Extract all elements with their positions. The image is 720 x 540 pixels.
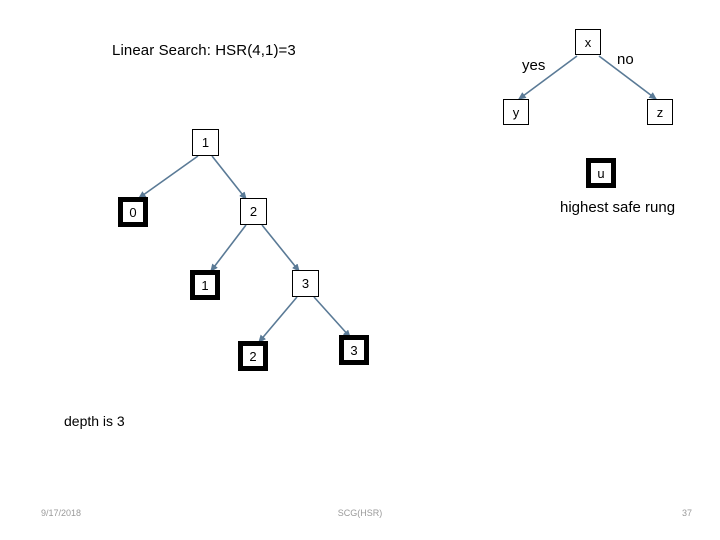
tree-edge-n-2-to-n-3 — [261, 224, 300, 272]
tree-edge-n-3-to-n-2b — [258, 296, 298, 343]
tree-edge-root-to-n-0 — [137, 155, 199, 199]
tree-edge-n-2-to-n-1b — [210, 224, 247, 273]
tree-node-n-1b[interactable]: 1 — [190, 270, 220, 300]
legend-node-label: z — [656, 104, 664, 120]
tree-edge-root-to-n-2 — [211, 155, 247, 201]
legend-node-label: u — [597, 165, 605, 181]
tree-edge-n-3-to-n-3b — [313, 296, 351, 338]
legend-yes-label: yes — [522, 57, 546, 74]
tree-node-label: 3 — [301, 276, 310, 291]
tree-node-label: 2 — [249, 348, 257, 364]
legend-no-label: no — [617, 51, 634, 68]
footer-date: 9/17/2018 — [41, 508, 82, 518]
tree-node-n-2b[interactable]: 2 — [238, 341, 268, 371]
footer-center-text: SCG(HSR) — [337, 508, 383, 518]
slide-footer: 9/17/2018 SCG(HSR) 37 — [0, 508, 720, 526]
tree-node-label: 3 — [350, 342, 358, 358]
footer-page-number: 37 — [681, 508, 692, 518]
tree-node-root[interactable]: 1 — [192, 129, 219, 156]
tree-node-n-3b[interactable]: 3 — [339, 335, 369, 365]
legend-node-lz[interactable]: z — [647, 99, 673, 125]
legend-node-lx[interactable]: x — [575, 29, 601, 55]
highest-safe-rung-caption: highest safe rung — [560, 199, 676, 216]
legend-node-lu[interactable]: u — [586, 158, 616, 188]
tree-node-n-2[interactable]: 2 — [240, 198, 267, 225]
tree-node-label: 1 — [201, 135, 210, 150]
depth-note: depth is 3 — [64, 413, 125, 429]
legend-node-label: y — [512, 104, 520, 120]
tree-node-label: 2 — [249, 204, 258, 219]
tree-node-n-0[interactable]: 0 — [118, 197, 148, 227]
legend-node-ly[interactable]: y — [503, 99, 529, 125]
tree-node-label: 0 — [129, 204, 137, 220]
tree-node-n-3[interactable]: 3 — [292, 270, 319, 297]
legend-node-label: x — [584, 34, 592, 50]
page-title: Linear Search: HSR(4,1)=3 — [112, 42, 296, 59]
tree-node-label: 1 — [201, 277, 209, 293]
